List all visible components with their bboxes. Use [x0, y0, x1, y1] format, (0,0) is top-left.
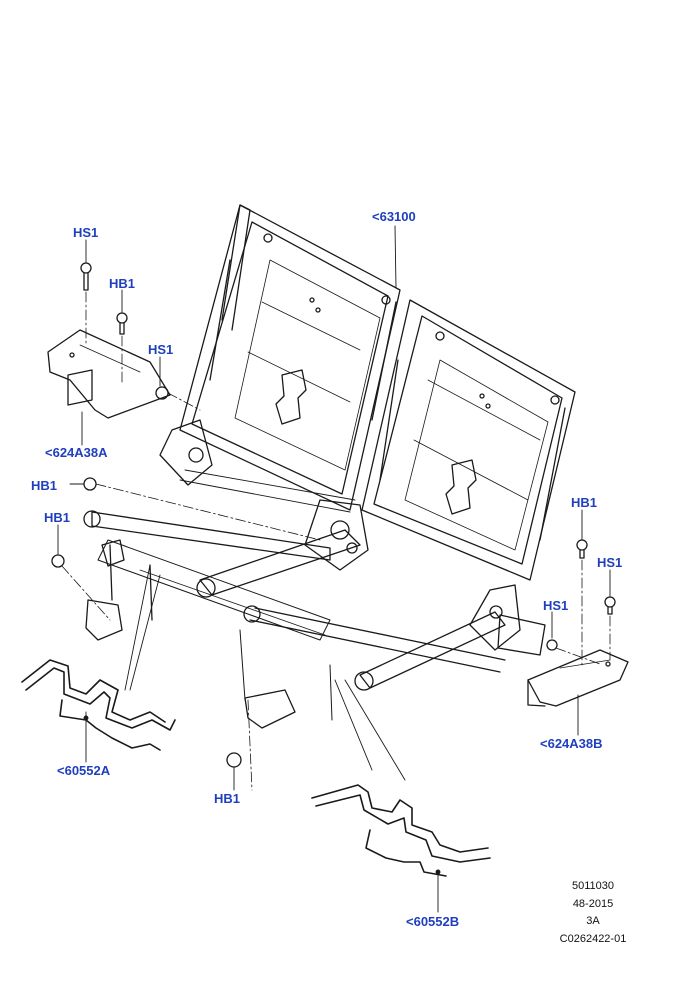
- callout-spring-left: <60552A: [57, 763, 111, 778]
- seat-back-frame-right: [361, 299, 576, 581]
- reference-code-3: 3A: [586, 915, 600, 927]
- callout-hb1-mid-left: HB1: [31, 478, 58, 493]
- spring-right-part: [311, 784, 491, 877]
- callout-hb1-bottom: HB1: [214, 791, 241, 806]
- hinge-mechanisms: [159, 419, 521, 651]
- callout-hb1-top-left: HB1: [109, 276, 136, 291]
- leader-lines: [57, 225, 611, 913]
- callout-seat-back-frame: <63100: [372, 209, 416, 224]
- callout-hb1-lower-left: HB1: [44, 510, 71, 525]
- callout-hinge-bracket-right: <624A38B: [540, 736, 603, 751]
- fasteners: [51, 262, 616, 768]
- callout-hs1-right: HS1: [597, 555, 623, 570]
- callout-spring-right: <60552B: [406, 914, 460, 929]
- lower-brackets: [85, 539, 296, 729]
- hinge-bracket-left-part: [47, 329, 171, 419]
- callout-hs1-mid-left: HS1: [148, 342, 174, 357]
- seat-cushion-frame: [83, 469, 506, 721]
- reference-code-4: C0262422-01: [559, 933, 627, 945]
- reference-code-2: 48-2015: [572, 898, 614, 910]
- callout-hs1-right-lower: HS1: [543, 598, 569, 613]
- seat-back-frame-left: [179, 204, 401, 511]
- callout-hb1-right: HB1: [571, 495, 598, 510]
- spring-left-part: [21, 659, 176, 751]
- reference-code-1: 5011030: [571, 880, 614, 892]
- hinge-bracket-right-part: [497, 614, 629, 707]
- callout-hs1-top-left: HS1: [73, 225, 99, 240]
- callout-hinge-bracket-left: <624A38A: [45, 445, 108, 460]
- centre-lines: [61, 291, 611, 791]
